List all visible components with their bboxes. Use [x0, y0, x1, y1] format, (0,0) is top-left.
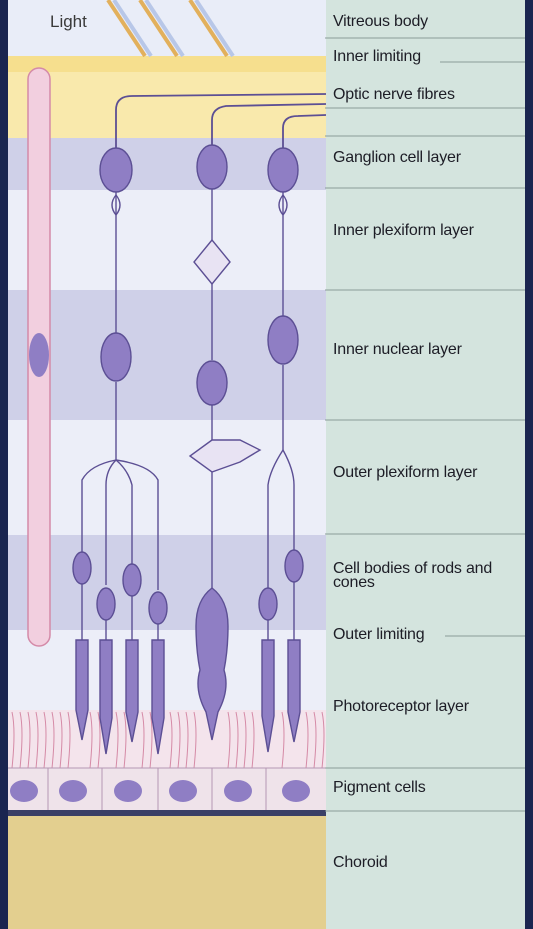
muller-cell	[28, 68, 50, 646]
rod-cell-body	[123, 564, 141, 596]
pigment-nucleus	[114, 780, 142, 802]
ganglion-cell	[197, 145, 227, 189]
ganglion-cell	[100, 148, 132, 192]
label-outer-plexiform-layer: Outer plexiform layer	[333, 465, 477, 481]
pigment-nucleus	[282, 780, 310, 802]
layer-bands	[8, 0, 326, 929]
band-bruch	[8, 810, 326, 816]
amacrine-cell	[197, 361, 227, 405]
band-outer-plexiform	[8, 420, 326, 535]
pigment-nucleus	[169, 780, 197, 802]
label-inner-nuclear-layer: Inner nuclear layer	[333, 342, 462, 358]
band-inner-limiting	[8, 56, 326, 72]
band-rod-cone-bodies	[8, 535, 326, 630]
label-inner-plexiform-layer: Inner plexiform layer	[333, 223, 474, 239]
muller-nucleus	[29, 333, 49, 377]
label-photoreceptor-layer: Photoreceptor layer	[333, 699, 469, 715]
label-pigment-cells: Pigment cells	[333, 780, 426, 796]
rod-cell-body	[285, 550, 303, 582]
rod-cell-body	[259, 588, 277, 620]
rod-cell-body	[73, 552, 91, 584]
bipolar-cell	[101, 333, 131, 381]
band-pigment-fringe	[8, 710, 326, 768]
band-pigment	[8, 768, 326, 812]
light-label: Light	[50, 12, 87, 32]
label-ganglion-cell-layer: Ganglion cell layer	[333, 150, 461, 166]
label-vitreous-body: Vitreous body	[333, 14, 428, 30]
label-outer-limiting: Outer limiting	[333, 627, 424, 643]
pigment-nucleus	[224, 780, 252, 802]
ganglion-cell	[268, 148, 298, 192]
band-photoreceptor	[8, 630, 326, 710]
rod-cell-body	[149, 592, 167, 624]
label-inner-limiting: Inner limiting	[333, 49, 421, 65]
pigment-nucleus	[10, 780, 38, 802]
label-choroid: Choroid	[333, 855, 388, 871]
rod-cell-body	[97, 588, 115, 620]
label-optic-nerve-fibres: Optic nerve fibres	[333, 87, 455, 103]
band-choroid	[8, 816, 326, 929]
label-rod-cone-cell-bodies: Cell bodies of rods and cones	[333, 562, 531, 590]
bipolar-cell	[268, 316, 298, 364]
pigment-nucleus	[59, 780, 87, 802]
